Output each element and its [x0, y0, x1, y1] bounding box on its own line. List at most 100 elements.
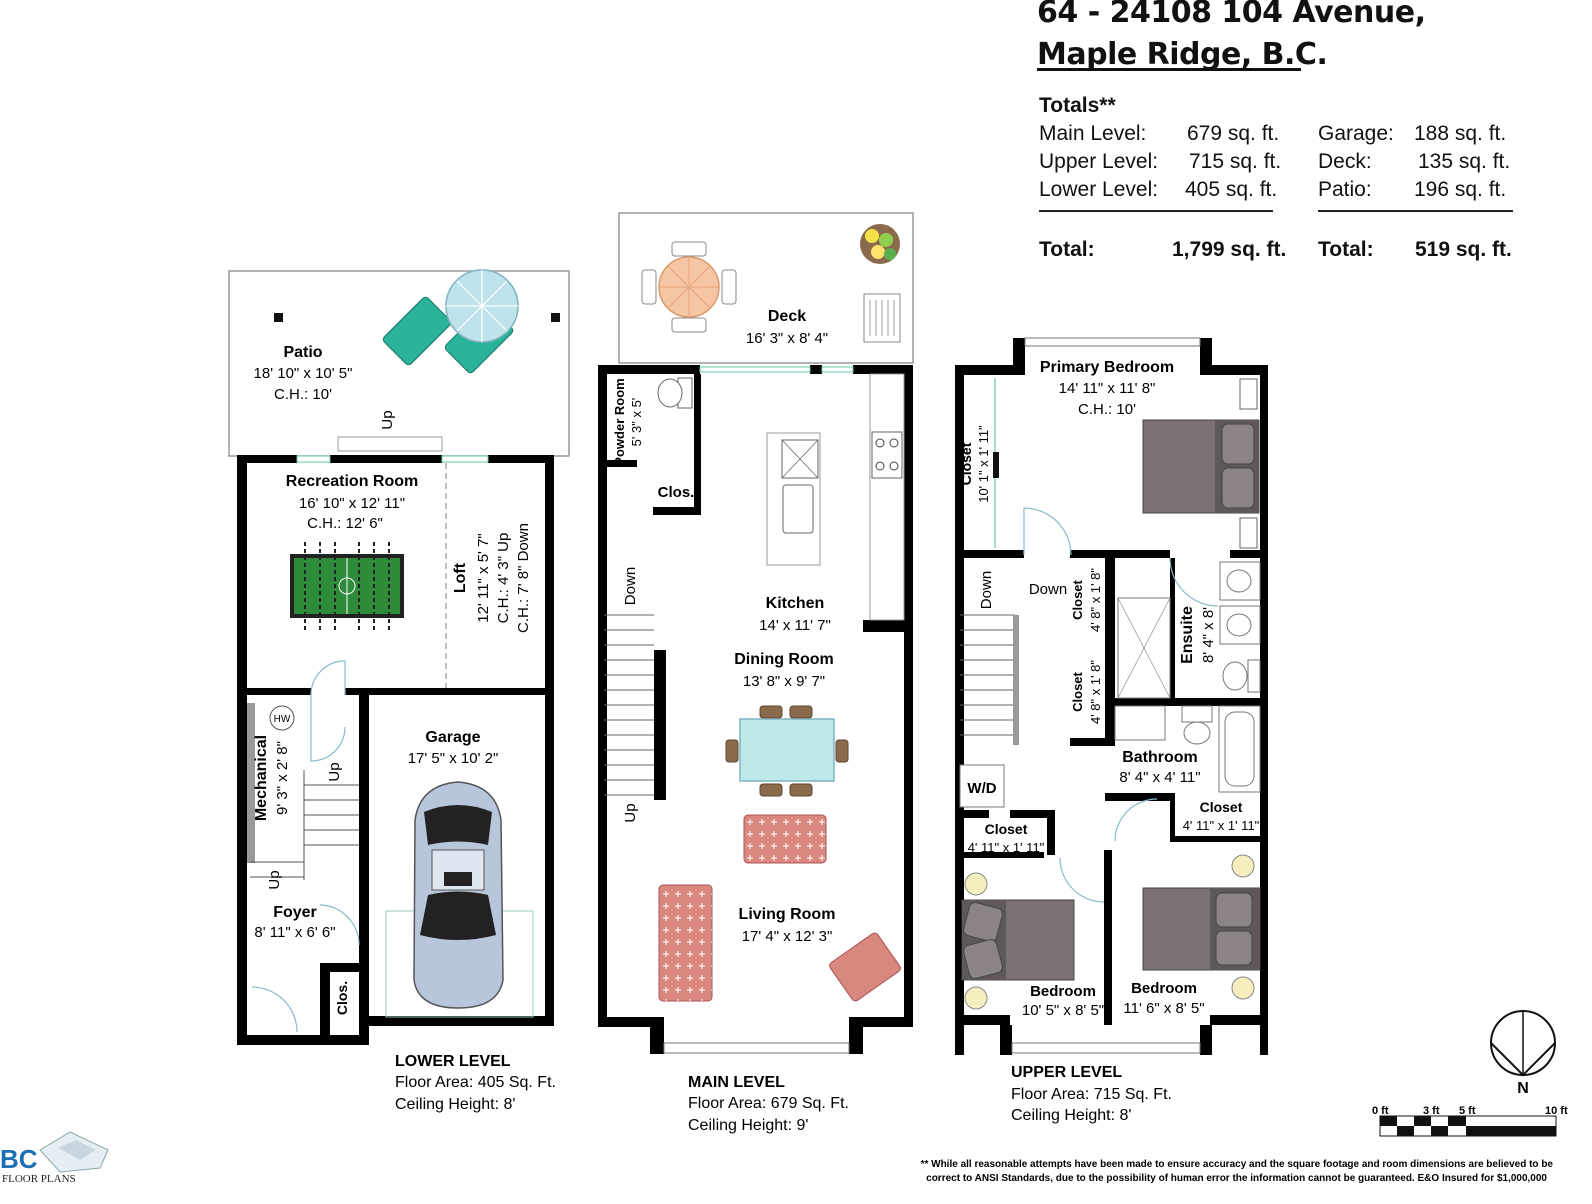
main-clos-label: Clos. [658, 484, 695, 501]
kitchen-name: Kitchen [766, 595, 825, 612]
bathroom-name: Bathroom [1122, 749, 1198, 766]
bc-floor-plans-logo: BC FLOOR PLANS [0, 1131, 109, 1185]
primary-window [1024, 337, 1201, 347]
totals-patio-label: Patio: [1318, 178, 1372, 201]
bedroom3-bed [1142, 854, 1261, 1000]
totals-left-rule [1039, 210, 1273, 212]
closet-primary-name: Closet [958, 442, 974, 485]
foyer-name: Foyer [273, 904, 317, 921]
upper-walls [955, 338, 1268, 1055]
primary-dims: 14' 11" x 11' 8" [1059, 380, 1156, 397]
upper-level-area: Floor Area: 715 Sq. Ft. [1011, 1086, 1172, 1103]
garage-name: Garage [425, 729, 480, 746]
powder-name: Powder Room [612, 378, 627, 465]
door-arc [310, 660, 346, 696]
address-line2: Maple Ridge, B.C. [1037, 37, 1328, 72]
primary-name: Primary Bedroom [1040, 359, 1174, 376]
living-name: Living Room [739, 906, 836, 923]
wd-label: W/D [967, 780, 996, 797]
loft-ch-up: C.H.: 4' 3" Up [495, 533, 512, 624]
primary-bed [1142, 378, 1260, 549]
totals-garage-label: Garage: [1318, 122, 1394, 145]
deck-dims: 16' 3" x 8' 4" [746, 330, 828, 347]
cooktop [871, 431, 903, 479]
dining-dims: 13' 8" x 9' 7" [743, 673, 825, 690]
recreation-dims: 16' 10" x 12' 11" [299, 495, 405, 512]
bedroom3-name: Bedroom [1131, 980, 1197, 997]
scale-10: 10 ft [1545, 1105, 1568, 1117]
disclaimer-line1: ** While all reasonable attempts have be… [921, 1159, 1554, 1170]
main-stairs [604, 614, 654, 796]
lower-stairs-up: Up [326, 762, 343, 781]
upper-stairs-down: Down [978, 571, 995, 609]
main-level-title: MAIN LEVEL [688, 1074, 785, 1091]
totals-left-total-label: Total: [1039, 238, 1095, 261]
living-sofa [658, 814, 901, 1002]
door-arc [310, 695, 346, 762]
totals-right-rule [1318, 210, 1513, 212]
totals-lower-label: Lower Level: [1039, 178, 1159, 201]
door-arc [251, 986, 298, 1033]
loft-dims: 12' 11" x 5' 7" [475, 533, 492, 623]
main-stairs-up: Up [622, 803, 639, 822]
patio-dims: 18' 10" x 10' 5" [254, 365, 353, 382]
totals-deck-label: Deck: [1318, 150, 1372, 173]
totals-patio-value: 196 sq. ft. [1414, 178, 1507, 201]
lower-walls [237, 455, 554, 1045]
disclaimer-line2: correct to ANSI Standards, due to the po… [926, 1173, 1547, 1184]
logo-text: FLOOR PLANS [2, 1173, 76, 1185]
deck-plant [860, 224, 900, 264]
totals-left-total-value: 1,799 sq. ft. [1172, 238, 1287, 261]
kitchen-dims: 14' x 11' 7" [759, 617, 831, 634]
totals-main-label: Main Level: [1039, 122, 1147, 145]
ensuite-dims: 8' 4" x 8' [1200, 607, 1217, 663]
loft-name: Loft [452, 562, 469, 593]
water-heater [269, 705, 295, 731]
patio-post [551, 313, 560, 322]
bedroom2-name: Bedroom [1030, 983, 1096, 1000]
lower-stairs-up2: Up [266, 870, 283, 889]
scale-0: 0 ft [1372, 1105, 1389, 1117]
scale-5: 5 ft [1459, 1105, 1476, 1117]
patio-ch: C.H.: 10' [274, 386, 332, 403]
lower-level-plan [228, 269, 570, 1045]
patio-slider [337, 436, 443, 452]
patio-loungers [382, 269, 519, 374]
totals-right-total-value: 519 sq. ft. [1415, 238, 1512, 261]
upper-window [1011, 1042, 1201, 1054]
patio-name: Patio [283, 344, 322, 361]
totals-main-value: 679 sq. ft. [1187, 122, 1280, 145]
upper-stairs [960, 614, 1019, 745]
closet-hall1-dims: 4' 8" x 1' 8" [1088, 568, 1103, 632]
deck-name: Deck [768, 308, 806, 325]
kitchen-counter [869, 373, 905, 621]
closet-bed2-name: Closet [985, 821, 1028, 837]
ensuite-name: Ensuite [1179, 606, 1196, 664]
mechanical-name: Mechanical [253, 735, 270, 821]
main-walls [598, 365, 913, 1054]
closet-bed2-dims: 4' 11" x 1' 11" [968, 840, 1045, 855]
closet-hall2-name: Closet [1070, 671, 1085, 711]
recreation-ch: C.H.: 12' 6" [307, 515, 383, 532]
lower-level-area: Floor Area: 405 Sq. Ft. [395, 1074, 556, 1091]
lower-clos-label: Clos. [334, 981, 350, 1015]
dining-name: Dining Room [734, 651, 834, 668]
upper-level-ceiling: Ceiling Height: 8' [1011, 1107, 1131, 1124]
totals-right-total-label: Total: [1318, 238, 1374, 261]
lower-level-ceiling: Ceiling Height: 8' [395, 1096, 515, 1113]
main-level-ceiling: Ceiling Height: 9' [688, 1117, 808, 1134]
closet-bed3-name: Closet [1200, 799, 1243, 815]
main-level-plan [598, 212, 914, 1054]
logo-mark: BC [0, 1144, 38, 1174]
upper-level-title: UPPER LEVEL [1011, 1064, 1122, 1081]
address-underline [1037, 68, 1301, 71]
closet-bed3-dims: 4' 11" x 1' 11" [1183, 818, 1260, 833]
patio-post [274, 313, 283, 322]
compass-n: N [1517, 1080, 1529, 1097]
main-level-area: Floor Area: 679 Sq. Ft. [688, 1095, 849, 1112]
scale-3: 3 ft [1423, 1105, 1440, 1117]
living-dims: 17' 4" x 12' 3" [742, 928, 833, 945]
closet-primary-dims: 10' 1" x 1' 11" [976, 425, 991, 503]
door-arc [319, 904, 360, 946]
